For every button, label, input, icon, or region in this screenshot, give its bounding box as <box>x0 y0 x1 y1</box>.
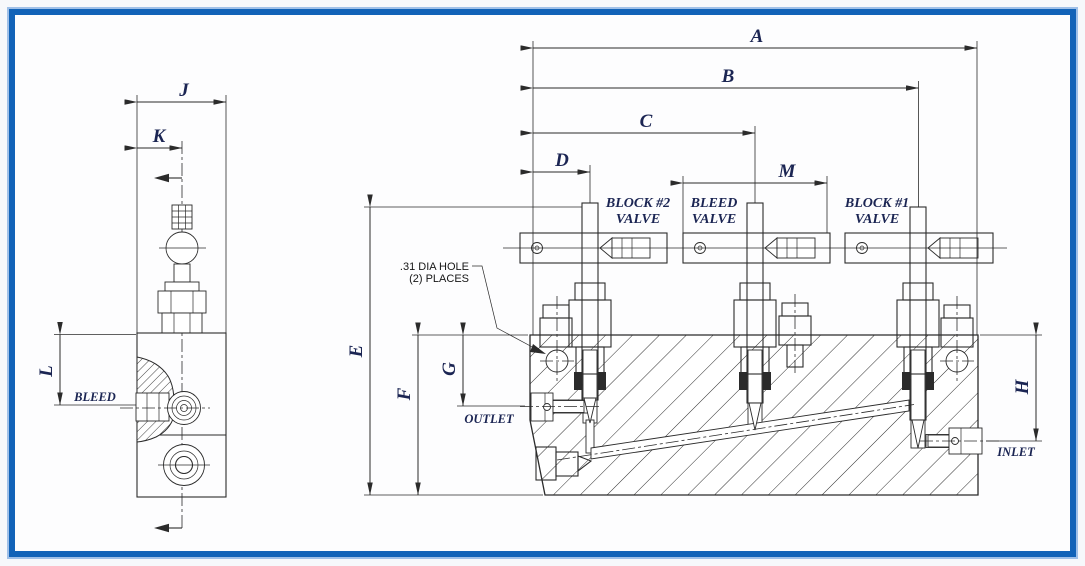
dim-label-d: D <box>554 150 569 171</box>
front-section-view: A B C D M E F G H BLOCK #2 VALVE BLEED V… <box>346 26 1042 496</box>
dim-label-j: J <box>178 80 189 101</box>
dim-label-g: G <box>439 362 460 376</box>
inclined-passage <box>590 399 910 460</box>
block2-valve-label-line1: BLOCK #2 <box>605 196 670 211</box>
bleed-valve-label-line2: VALVE <box>692 212 736 227</box>
bottom-plug <box>535 446 593 481</box>
dim-label-b: B <box>721 66 735 87</box>
inlet-fitting <box>920 427 1000 455</box>
block1-valve-label-line1: BLOCK #1 <box>844 196 909 211</box>
valve-block1 <box>896 206 940 449</box>
dim-label-f: F <box>394 387 415 401</box>
side-view: J K L BLEED <box>36 80 227 533</box>
section-arrow-top <box>154 173 169 183</box>
hole-note-line1: .31 DIA HOLE <box>400 261 469 273</box>
outlet-fitting <box>520 392 600 422</box>
side-view-valve-stem <box>157 204 207 334</box>
bleed-valve-label-line1: BLEED <box>690 196 738 211</box>
dim-label-e: E <box>346 345 367 359</box>
valve-handles <box>503 232 1007 264</box>
dim-label-m: M <box>778 161 797 182</box>
side-fitting-bleed-right <box>778 294 812 375</box>
side-fitting-block2-left <box>539 296 573 382</box>
side-view-body <box>120 332 227 498</box>
bleed-port-label: BLEED <box>73 390 116 404</box>
valve-block2 <box>568 202 612 424</box>
hole-note-leader <box>472 265 546 354</box>
dim-label-l: L <box>36 365 57 378</box>
extension-lines <box>364 41 1042 496</box>
outlet-label: OUTLET <box>464 412 515 426</box>
dim-label-h: H <box>1012 378 1033 395</box>
inlet-label: INLET <box>996 445 1036 459</box>
dimension-lines <box>367 45 1039 496</box>
hole-note-line2: (2) PLACES <box>409 273 469 285</box>
dim-label-a: A <box>750 26 764 47</box>
block1-valve-label-line2: VALVE <box>855 212 899 227</box>
section-arrow-bottom <box>154 523 169 533</box>
dim-label-k: K <box>152 126 167 147</box>
side-fitting-block1-right <box>940 296 974 382</box>
dim-label-c: C <box>640 111 653 132</box>
bleed-fitting-side <box>135 392 170 422</box>
block2-valve-label-line2: VALVE <box>616 212 660 227</box>
